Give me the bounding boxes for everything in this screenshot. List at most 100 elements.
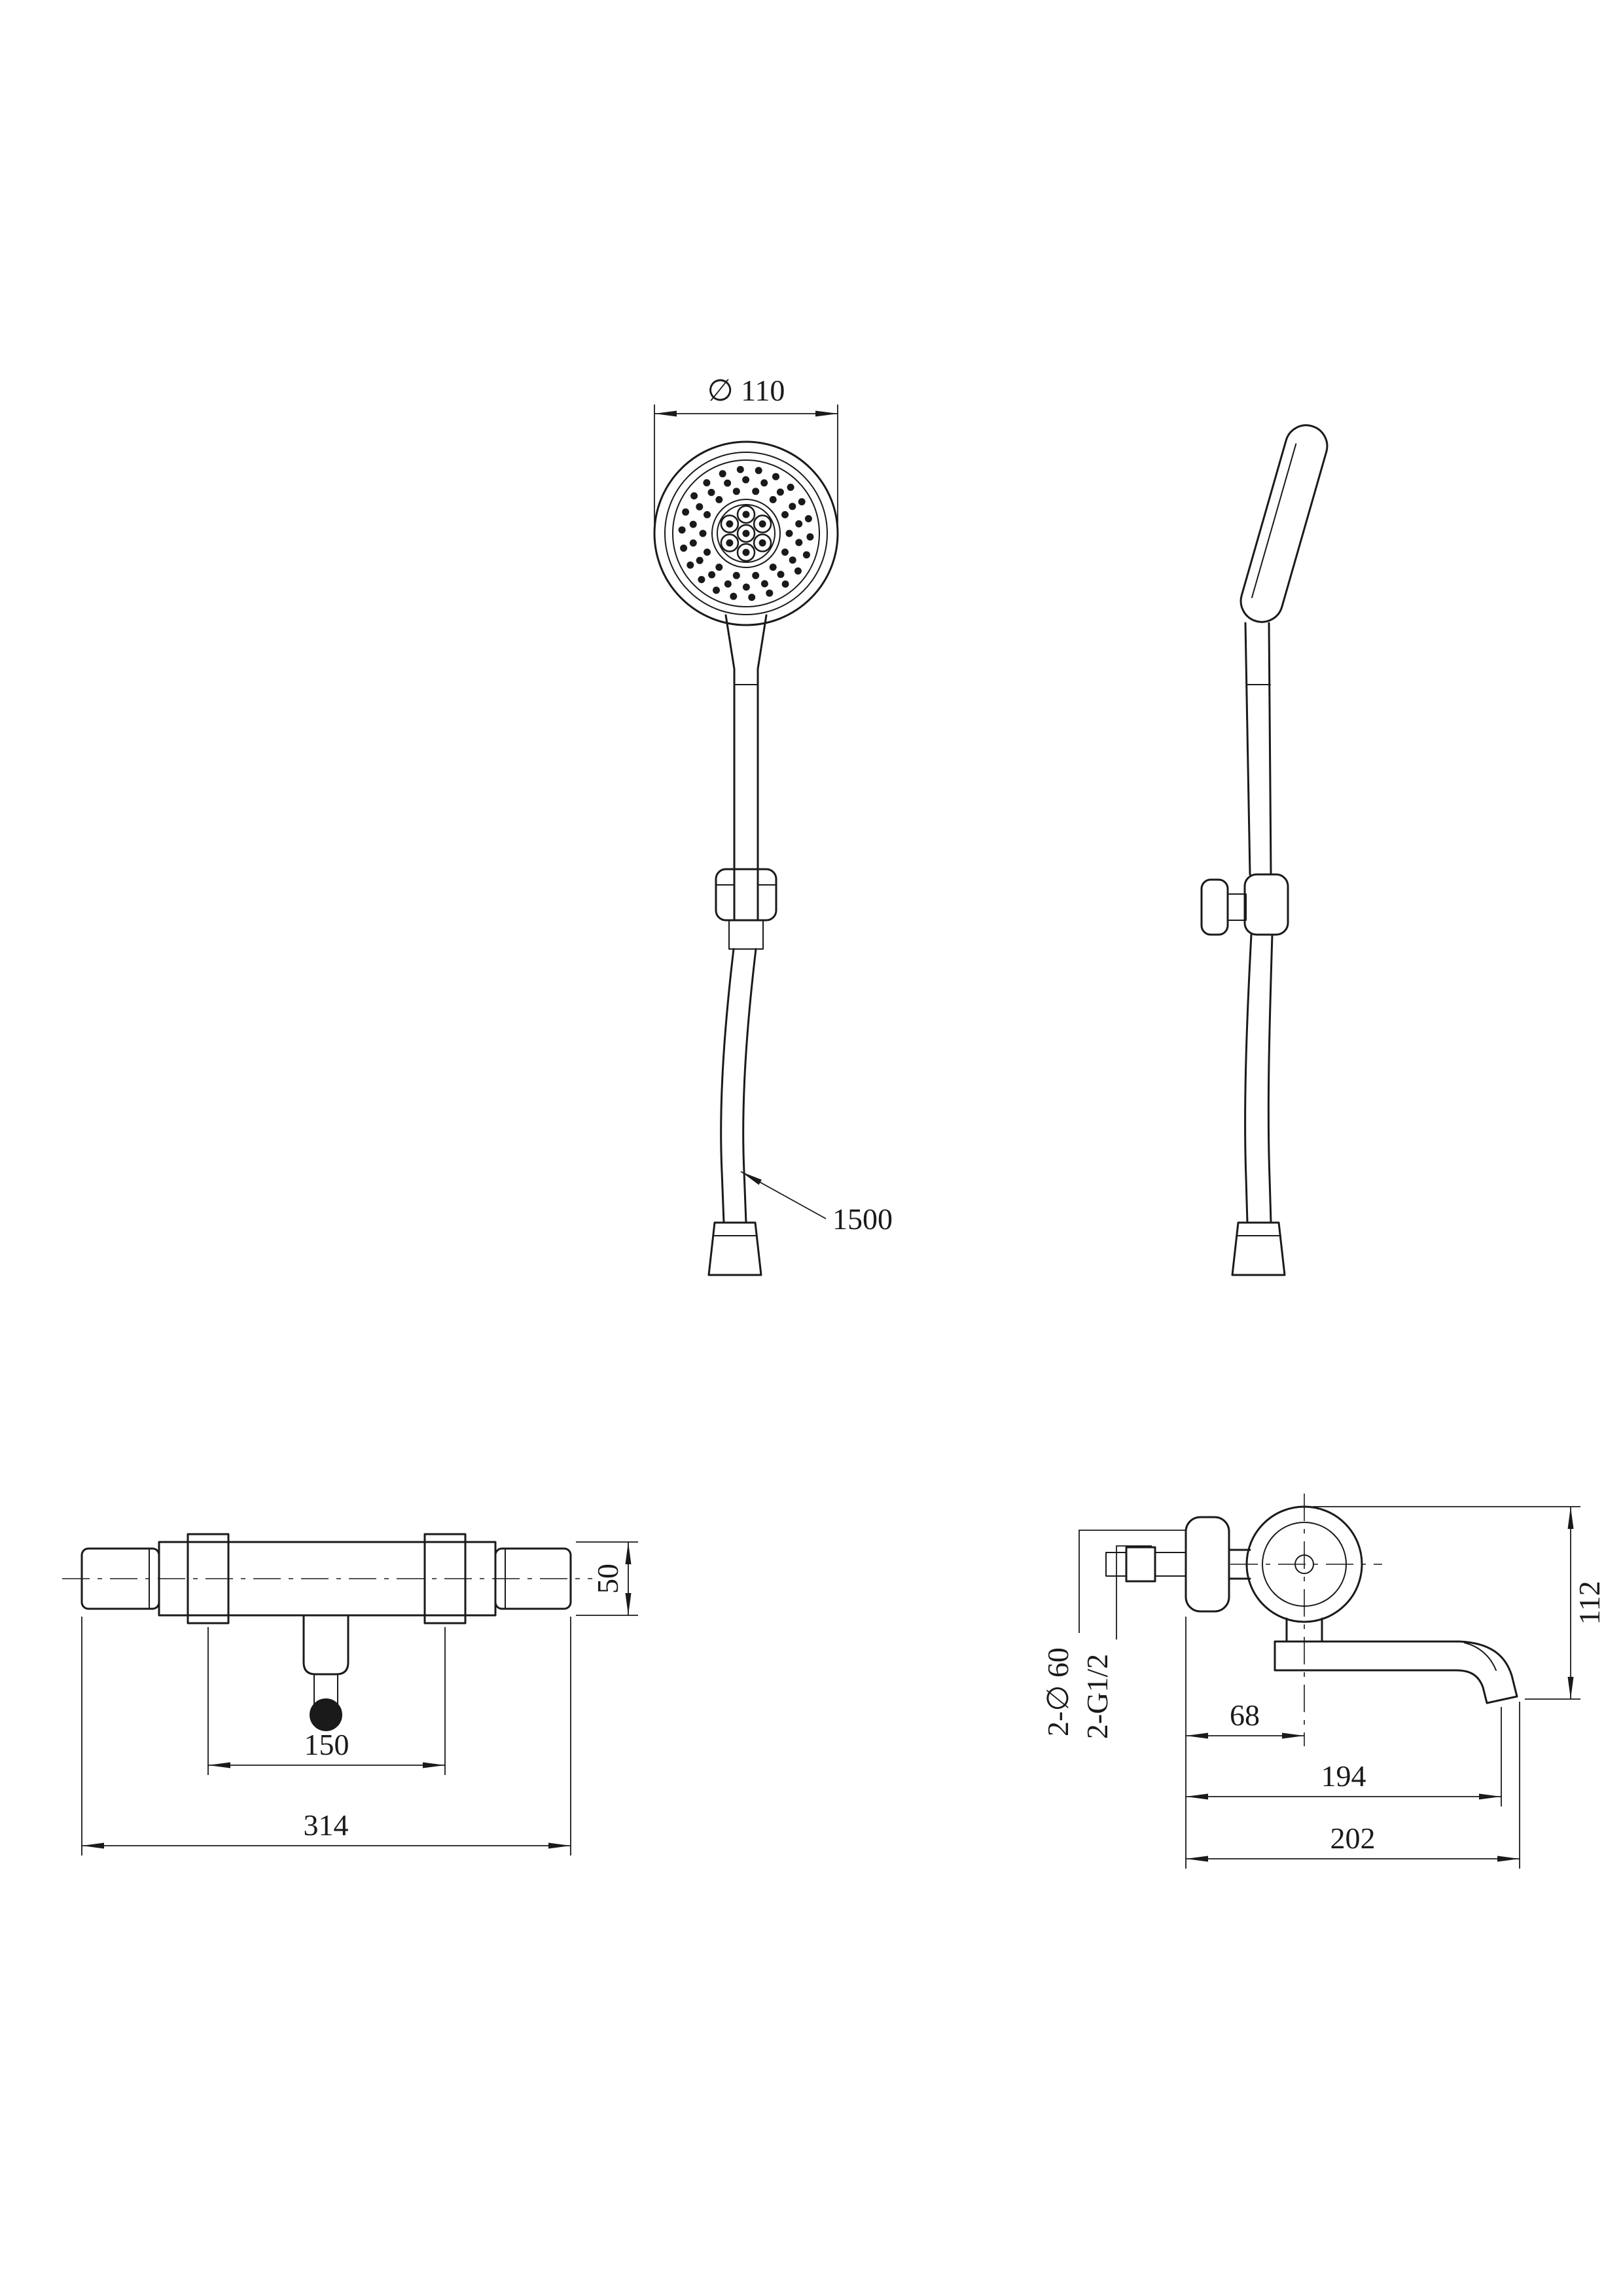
- outlet-opening: [310, 1698, 342, 1731]
- dimension-label-bar-diameter: 50: [591, 1564, 624, 1594]
- spout-neck: [1285, 1617, 1323, 1643]
- spray-nozzle: [785, 529, 793, 537]
- spray-nozzle: [680, 545, 688, 552]
- spray-nozzle: [732, 488, 740, 495]
- spray-nozzle: [703, 479, 711, 487]
- spray-nozzle: [724, 479, 732, 487]
- body-center-screw: [1294, 1554, 1314, 1574]
- spray-nozzle: [789, 556, 796, 564]
- spray-nozzle: [795, 539, 803, 547]
- shower-head-side: [1240, 424, 1329, 623]
- spray-nozzle: [690, 492, 698, 500]
- spout-bend-line: [1464, 1642, 1497, 1671]
- spray-nozzle: [781, 580, 789, 588]
- spray-nozzle: [724, 580, 732, 588]
- spray-nozzle: [752, 571, 760, 579]
- dimension-head-diameter: ∅ 110: [654, 374, 838, 524]
- body-outline: [1245, 1505, 1363, 1623]
- spray-nozzle: [802, 551, 810, 559]
- hose-side-right: [1267, 933, 1274, 1224]
- hand-shower-front-view: ∅ 110 1500: [653, 374, 893, 1276]
- center-spray-ring-outer: [711, 499, 781, 568]
- center-spray-ring-inner: [717, 504, 776, 563]
- spray-nozzle: [678, 526, 686, 534]
- hose-side-left: [1244, 933, 1253, 1224]
- dimension-label-inlet-spacing: 150: [304, 1728, 349, 1761]
- hand-shower-side-view: [1200, 424, 1329, 1276]
- outlet-block: [302, 1614, 349, 1676]
- spout-body: [1274, 1640, 1518, 1704]
- hose-side-cone: [1231, 1221, 1286, 1276]
- right-handle: [494, 1547, 572, 1610]
- spray-nozzle: [798, 498, 806, 506]
- extension-line: [654, 404, 838, 524]
- right-inlet-collar: [423, 1533, 467, 1624]
- spray-nozzle: [715, 495, 723, 503]
- spray-nozzle: [787, 484, 794, 491]
- shower-hose: [707, 920, 764, 1276]
- hose-cone-fitting: [707, 1221, 762, 1276]
- spray-nozzle: [689, 520, 697, 528]
- spray-nozzle: [730, 592, 738, 600]
- spray-nozzle: [736, 465, 744, 473]
- dimension-label-hose-length: 1500: [832, 1202, 893, 1236]
- dimension-bar-diameter: 50: [576, 1541, 638, 1616]
- flange-to-body-tube: [1228, 1549, 1251, 1580]
- spray-nozzle: [715, 564, 723, 571]
- dimension-label-bar-width: 314: [304, 1808, 349, 1842]
- spray-nozzle: [760, 479, 768, 487]
- center-spray-nozzle-hole: [758, 520, 766, 528]
- spray-nozzle: [708, 571, 716, 579]
- shower-head-side-seam: [1251, 443, 1297, 598]
- wall-flange: [1185, 1516, 1230, 1613]
- spray-nozzle: [795, 520, 803, 528]
- spray-nozzle: [760, 580, 768, 588]
- spray-nozzle: [766, 589, 774, 597]
- holder-wall-plate: [1200, 878, 1229, 936]
- dimension-inlet-spacing: 150: [207, 1627, 446, 1775]
- spray-nozzle: [794, 567, 802, 575]
- holder-cup-side: [1243, 873, 1289, 936]
- shower-head-side-outline: [1240, 424, 1329, 623]
- shower-head-outline: [653, 440, 839, 626]
- dimension-spout-reach: 194: [1186, 1707, 1502, 1806]
- callout-label-flange-diameter: 2-∅ 60: [1041, 1647, 1075, 1736]
- center-spray-nozzle-hole: [742, 548, 750, 556]
- shower-holder-side: [1200, 873, 1289, 936]
- spray-nozzle: [698, 576, 705, 583]
- dimension-label-wall-to-spout-center: 68: [1230, 1698, 1260, 1732]
- callout-line: [1116, 1545, 1152, 1640]
- spray-nozzle: [689, 539, 697, 547]
- spray-nozzle: [752, 488, 760, 495]
- spray-nozzle: [696, 556, 704, 564]
- spray-nozzle-dots: [678, 465, 814, 601]
- spray-nozzle: [713, 586, 720, 594]
- spray-nozzle: [772, 473, 779, 480]
- spray-nozzle: [789, 503, 796, 511]
- spray-nozzle: [748, 594, 756, 601]
- center-spray-nozzle-hole: [726, 520, 734, 528]
- shower-holder: [715, 868, 777, 922]
- callout-label-inlet-thread: 2-G1/2: [1080, 1654, 1114, 1739]
- hose-left-edge: [720, 948, 735, 1224]
- center-spray-nozzle-hole: [742, 511, 750, 518]
- spray-nozzle: [704, 511, 711, 518]
- spray-nozzle: [776, 488, 784, 496]
- center-spray-nozzle-hole: [758, 539, 766, 547]
- wall-connection: [1105, 1516, 1251, 1613]
- spray-nozzle: [781, 548, 789, 556]
- spray-nozzle: [806, 533, 814, 541]
- shower-head: [653, 440, 839, 626]
- dimension-label-body-height: 112: [1573, 1581, 1606, 1624]
- dimension-wall-to-spout-center: 68: [1185, 1617, 1304, 1869]
- extension-line: [207, 1627, 446, 1775]
- spray-nozzle: [732, 571, 740, 579]
- center-spray-nozzle-hole: [742, 529, 750, 537]
- handle-neck: [757, 614, 768, 670]
- mixer-bottom-outlet: [302, 1614, 349, 1731]
- leader-line: [740, 1171, 827, 1219]
- holder-arm: [1227, 893, 1247, 921]
- shower-hose-side: [1231, 933, 1286, 1276]
- spray-nozzle: [769, 495, 777, 503]
